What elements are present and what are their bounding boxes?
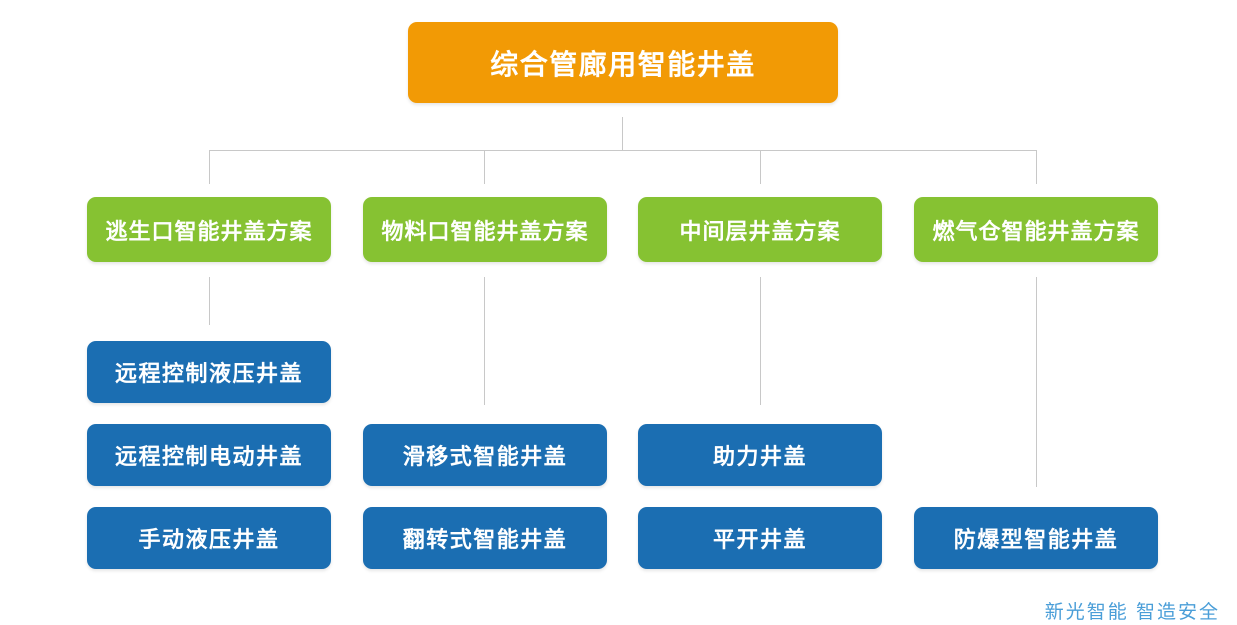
plan-node-gas-compartment: 燃气仓智能井盖方案 <box>914 197 1158 262</box>
item-node-flip-smart-cover: 翻转式智能井盖 <box>363 507 607 569</box>
connector-plan4-items <box>1036 277 1037 487</box>
connector-drop-col3 <box>760 150 761 184</box>
item-node-remote-electric-cover: 远程控制电动井盖 <box>87 424 331 486</box>
item-node-remote-hydraulic-cover: 远程控制液压井盖 <box>87 341 331 403</box>
root-node: 综合管廊用智能井盖 <box>408 22 838 103</box>
connector-drop-col1 <box>209 150 210 184</box>
plan-node-material-port: 物料口智能井盖方案 <box>363 197 607 262</box>
connector-drop-col4 <box>1036 150 1037 184</box>
connector-plan3-items <box>760 277 761 405</box>
item-node-manual-hydraulic-cover: 手动液压井盖 <box>87 507 331 569</box>
item-node-explosion-proof-cover: 防爆型智能井盖 <box>914 507 1158 569</box>
item-node-sliding-smart-cover: 滑移式智能井盖 <box>363 424 607 486</box>
brand-slogan: 新光智能 智造安全 <box>1044 602 1220 623</box>
item-node-flat-open-cover: 平开井盖 <box>638 507 882 569</box>
connector-plan2-items <box>484 277 485 405</box>
plan-node-middle-layer: 中间层井盖方案 <box>638 197 882 262</box>
connector-horizontal-bar <box>209 150 1036 151</box>
item-node-power-assist-cover: 助力井盖 <box>638 424 882 486</box>
plan-node-escape-exit: 逃生口智能井盖方案 <box>87 197 331 262</box>
connector-drop-col2 <box>484 150 485 184</box>
connector-root-stem <box>622 117 623 150</box>
connector-plan1-items <box>209 277 210 325</box>
